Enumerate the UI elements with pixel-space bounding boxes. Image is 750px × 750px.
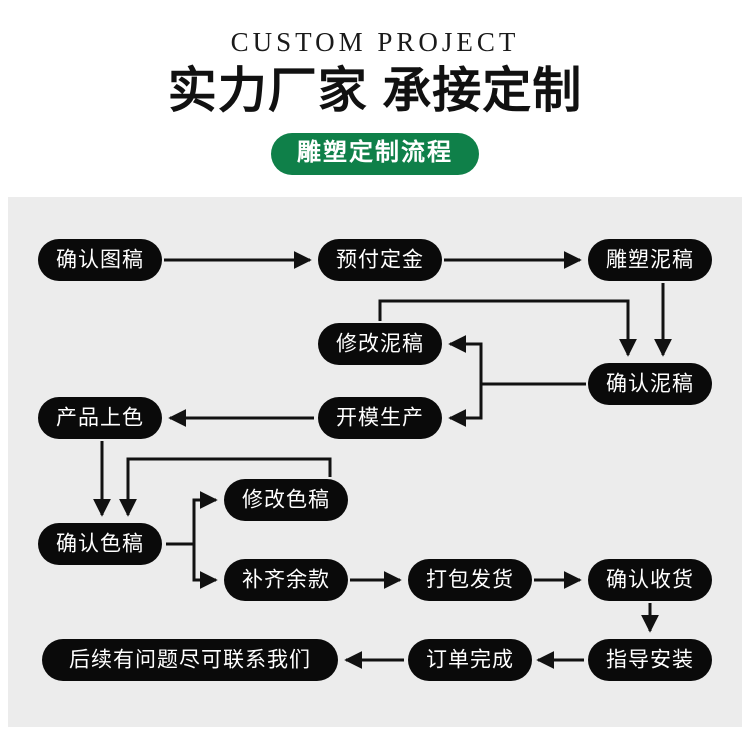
node-label: 确认收货 <box>606 569 694 592</box>
edge-revise-clay-to-confirm-clay <box>378 299 637 357</box>
edge-confirm-color-to-revise-color <box>166 491 218 546</box>
edge-confirm-clay-to-mold <box>448 384 483 427</box>
node-confirm-clay[interactable]: 确认泥稿 <box>588 363 712 405</box>
node-label: 产品上色 <box>56 407 144 430</box>
node-shape <box>318 323 442 365</box>
node-shape <box>588 639 712 681</box>
node-balance-payment[interactable]: 补齐余款 <box>224 559 348 601</box>
node-shape <box>38 239 162 281</box>
node-shape <box>408 639 532 681</box>
node-install-guidance[interactable]: 指导安装 <box>588 639 712 681</box>
node-label: 指导安装 <box>606 649 694 672</box>
node-shape <box>408 559 532 601</box>
node-confirm-draft[interactable]: 确认图稿 <box>38 239 162 281</box>
node-confirm-receipt[interactable]: 确认收货 <box>588 559 712 601</box>
header-banner: CUSTOM PROJECT 实力厂家 承接定制 雕塑定制流程 <box>0 0 750 197</box>
node-mold-production[interactable]: 开模生产 <box>318 397 442 439</box>
node-shape <box>38 397 162 439</box>
node-shape <box>224 479 348 521</box>
node-label: 确认色稿 <box>56 533 144 556</box>
edge-layer <box>93 251 672 669</box>
node-shape <box>588 363 712 405</box>
node-deposit[interactable]: 预付定金 <box>318 239 442 281</box>
node-confirm-color[interactable]: 确认色稿 <box>38 523 162 565</box>
flowchart-svg: 确认图稿 预付定金 雕塑泥稿 修改泥稿 确认泥稿 <box>38 239 712 681</box>
node-order-complete[interactable]: 订单完成 <box>408 639 532 681</box>
node-shape <box>224 559 348 601</box>
edge-confirm-clay-to-revise-clay <box>448 335 586 386</box>
node-product-coloring[interactable]: 产品上色 <box>38 397 162 439</box>
node-revise-clay[interactable]: 修改泥稿 <box>318 323 442 365</box>
node-label: 确认图稿 <box>56 249 144 272</box>
node-revise-color[interactable]: 修改色稿 <box>224 479 348 521</box>
node-label: 修改色稿 <box>242 489 330 512</box>
node-shape <box>38 523 162 565</box>
section-badge: 雕塑定制流程 <box>271 133 479 175</box>
node-label: 预付定金 <box>336 249 424 272</box>
badge-container: 雕塑定制流程 <box>0 133 750 175</box>
node-clay-model[interactable]: 雕塑泥稿 <box>588 239 712 281</box>
node-shape <box>588 559 712 601</box>
node-contact-us[interactable]: 后续有问题尽可联系我们 <box>42 639 338 681</box>
node-layer: 确认图稿 预付定金 雕塑泥稿 修改泥稿 确认泥稿 <box>38 239 712 681</box>
node-label: 补齐余款 <box>242 569 330 592</box>
node-shape <box>318 397 442 439</box>
edge-confirm-color-to-balance <box>192 544 218 589</box>
node-label: 雕塑泥稿 <box>606 249 694 272</box>
node-shape <box>588 239 712 281</box>
node-pack-ship[interactable]: 打包发货 <box>408 559 532 601</box>
edge-revise-color-to-confirm-color <box>119 457 332 517</box>
node-label: 订单完成 <box>426 649 514 672</box>
page-title: 实力厂家 承接定制 <box>167 64 583 118</box>
eyebrow-text: CUSTOM PROJECT <box>230 27 520 57</box>
node-label: 后续有问题尽可联系我们 <box>69 649 311 672</box>
node-shape <box>42 639 338 681</box>
node-label: 开模生产 <box>336 407 424 430</box>
node-label: 修改泥稿 <box>336 333 424 356</box>
node-label: 打包发货 <box>426 569 514 592</box>
node-shape <box>318 239 442 281</box>
node-label: 确认泥稿 <box>606 373 694 396</box>
flow-panel: 确认图稿 预付定金 雕塑泥稿 修改泥稿 确认泥稿 <box>8 197 742 727</box>
